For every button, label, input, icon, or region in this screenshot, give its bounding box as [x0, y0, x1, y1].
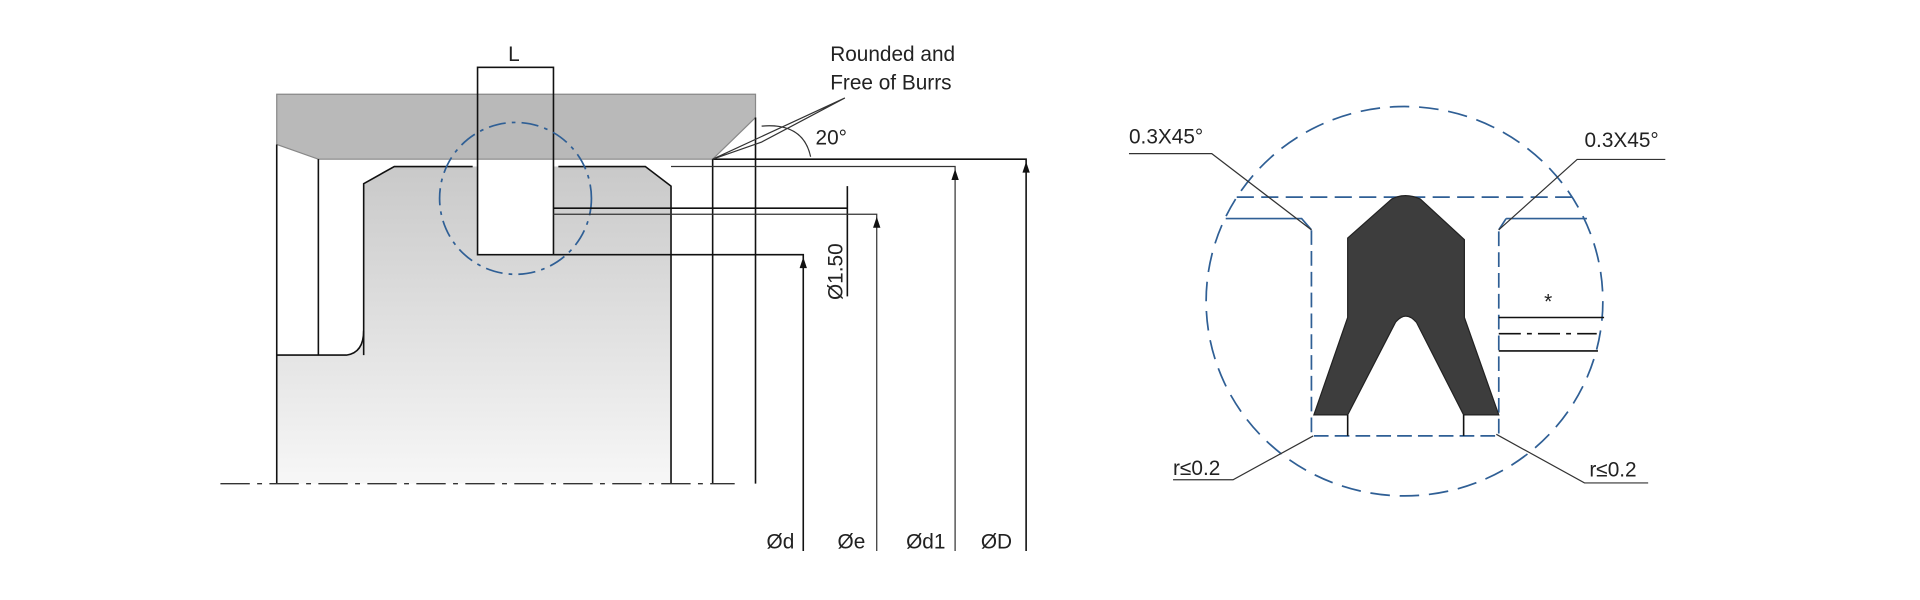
detail-circle — [438, 121, 593, 276]
piston — [276, 166, 672, 484]
note-line-2: Free of Burrs — [830, 71, 951, 94]
dim-e-label: Øe — [838, 531, 866, 554]
dim-D-label: ØD — [981, 531, 1012, 554]
detail-view: * 0.3X45° 0.3X45° r≤0.2 r≤0.2 — [1128, 105, 1666, 497]
radius-right-label: r≤0.2 — [1589, 458, 1636, 481]
depth-label: Ø1.50 — [824, 243, 847, 300]
dim-d-label: Ød — [767, 531, 795, 554]
chamfer-left-label: 0.3X45° — [1129, 125, 1203, 148]
chamfer-right-label: 0.3X45° — [1584, 129, 1658, 152]
groove — [476, 66, 555, 256]
radius-left-label: r≤0.2 — [1173, 457, 1220, 480]
housing — [276, 93, 757, 160]
seal-profile — [1313, 195, 1500, 416]
angle-label: 20° — [816, 126, 847, 149]
groove-width-label: L — [508, 43, 520, 66]
installation-drawing: L Ø1.50 Ød Øe Ød1 ØD Rounded and Free of… — [220, 43, 1030, 554]
dim-d1-label: Ød1 — [906, 531, 945, 554]
star-mark: * — [1544, 291, 1552, 314]
note-line-1: Rounded and — [830, 43, 955, 66]
